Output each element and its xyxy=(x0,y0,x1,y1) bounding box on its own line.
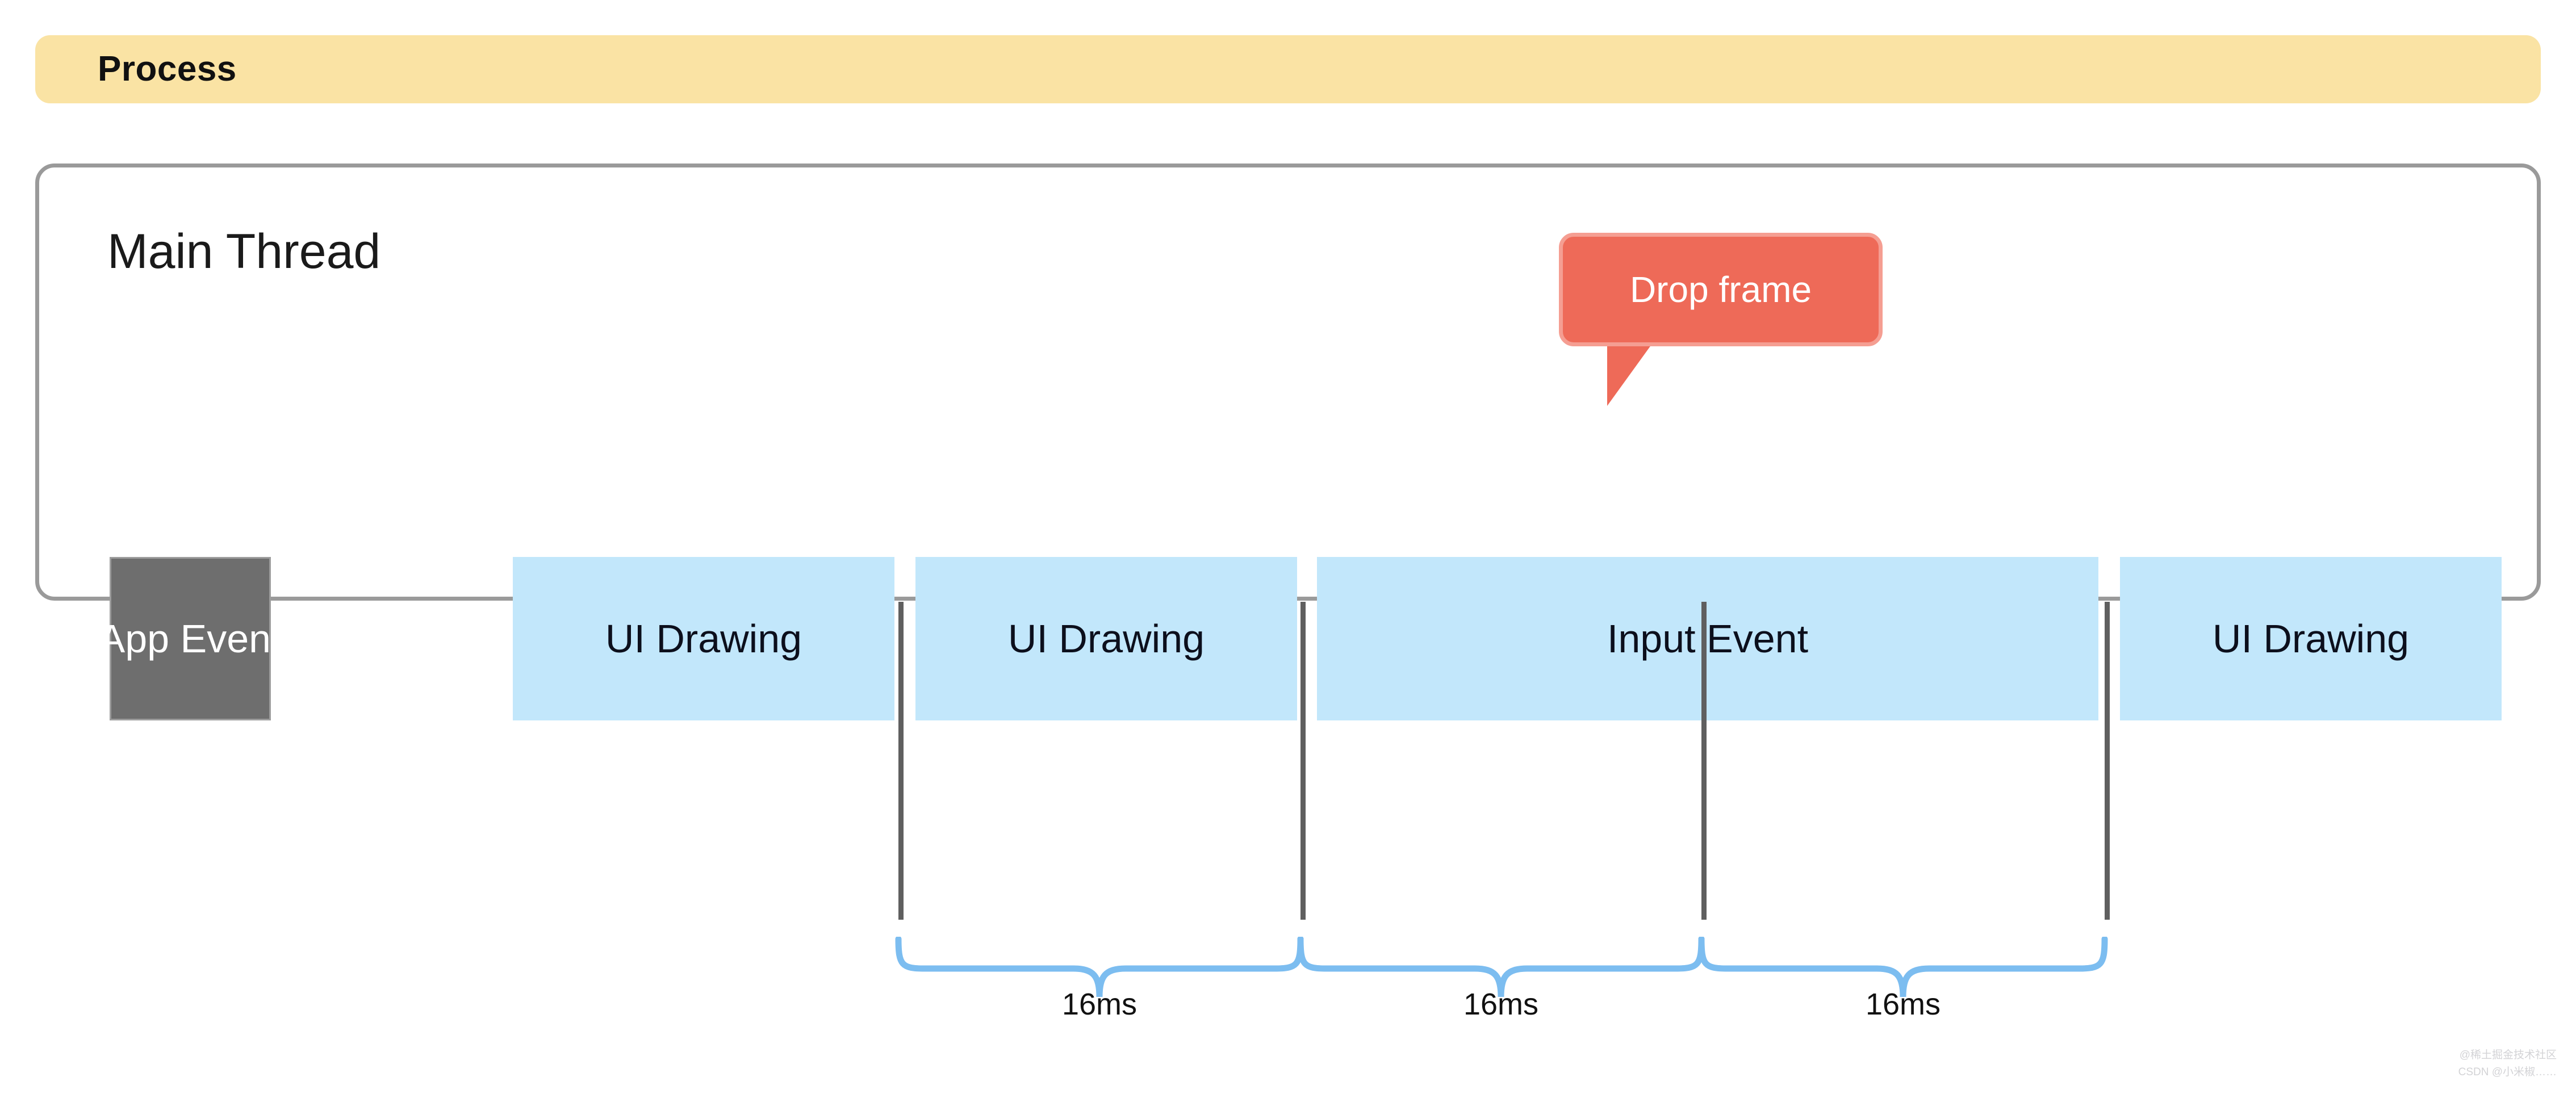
task-block: UI Drawing xyxy=(513,557,894,720)
task-block: App Event xyxy=(99,557,282,720)
process-header-bar: Process xyxy=(35,35,2541,103)
task-block: UI Drawing xyxy=(2120,557,2502,720)
timeline-tick xyxy=(1300,602,1306,920)
interval-brace-icon xyxy=(1698,937,2108,997)
frame-interval-braces xyxy=(895,937,2108,997)
drop-frame-callout: Drop frame xyxy=(1559,233,1883,346)
task-block-label: Input Event xyxy=(1607,617,1809,661)
timeline-tick xyxy=(1701,602,1707,920)
watermark-line-2: CSDN @小米椒…… xyxy=(2458,1066,2557,1078)
task-block: UI Drawing xyxy=(915,557,1297,720)
interval-duration-label: 16ms xyxy=(1865,987,1941,1021)
task-block-label: UI Drawing xyxy=(2212,617,2410,661)
task-block-label: UI Drawing xyxy=(1007,617,1205,661)
task-blocks-row: App Event UI Drawing UI Drawing Input Event… xyxy=(39,167,2537,720)
task-block: Input Event xyxy=(1317,557,2098,720)
watermark: @稀土掘金技术社区 CSDN @小米椒…… xyxy=(2458,1047,2557,1080)
timeline-tick xyxy=(898,602,904,920)
interval-brace-icon xyxy=(895,937,1304,997)
interval-duration-label: 16ms xyxy=(1061,987,1138,1021)
watermark-line-1: @稀土掘金技术社区 xyxy=(2459,1049,2557,1062)
drop-frame-label: Drop frame xyxy=(1629,269,1812,310)
process-title: Process xyxy=(98,49,237,89)
task-block-label: UI Drawing xyxy=(605,617,802,661)
main-thread-container: Main Thread App Event UI Drawing UI Drawin… xyxy=(35,164,2541,720)
interval-brace-icon xyxy=(1297,937,1705,997)
task-block-label: App Event xyxy=(98,617,282,661)
main-thread-title: Main Thread xyxy=(107,224,381,279)
callout-tail-icon xyxy=(1607,345,1651,406)
timeline-tick xyxy=(2105,602,2110,920)
interval-duration-label: 16ms xyxy=(1463,987,1539,1021)
